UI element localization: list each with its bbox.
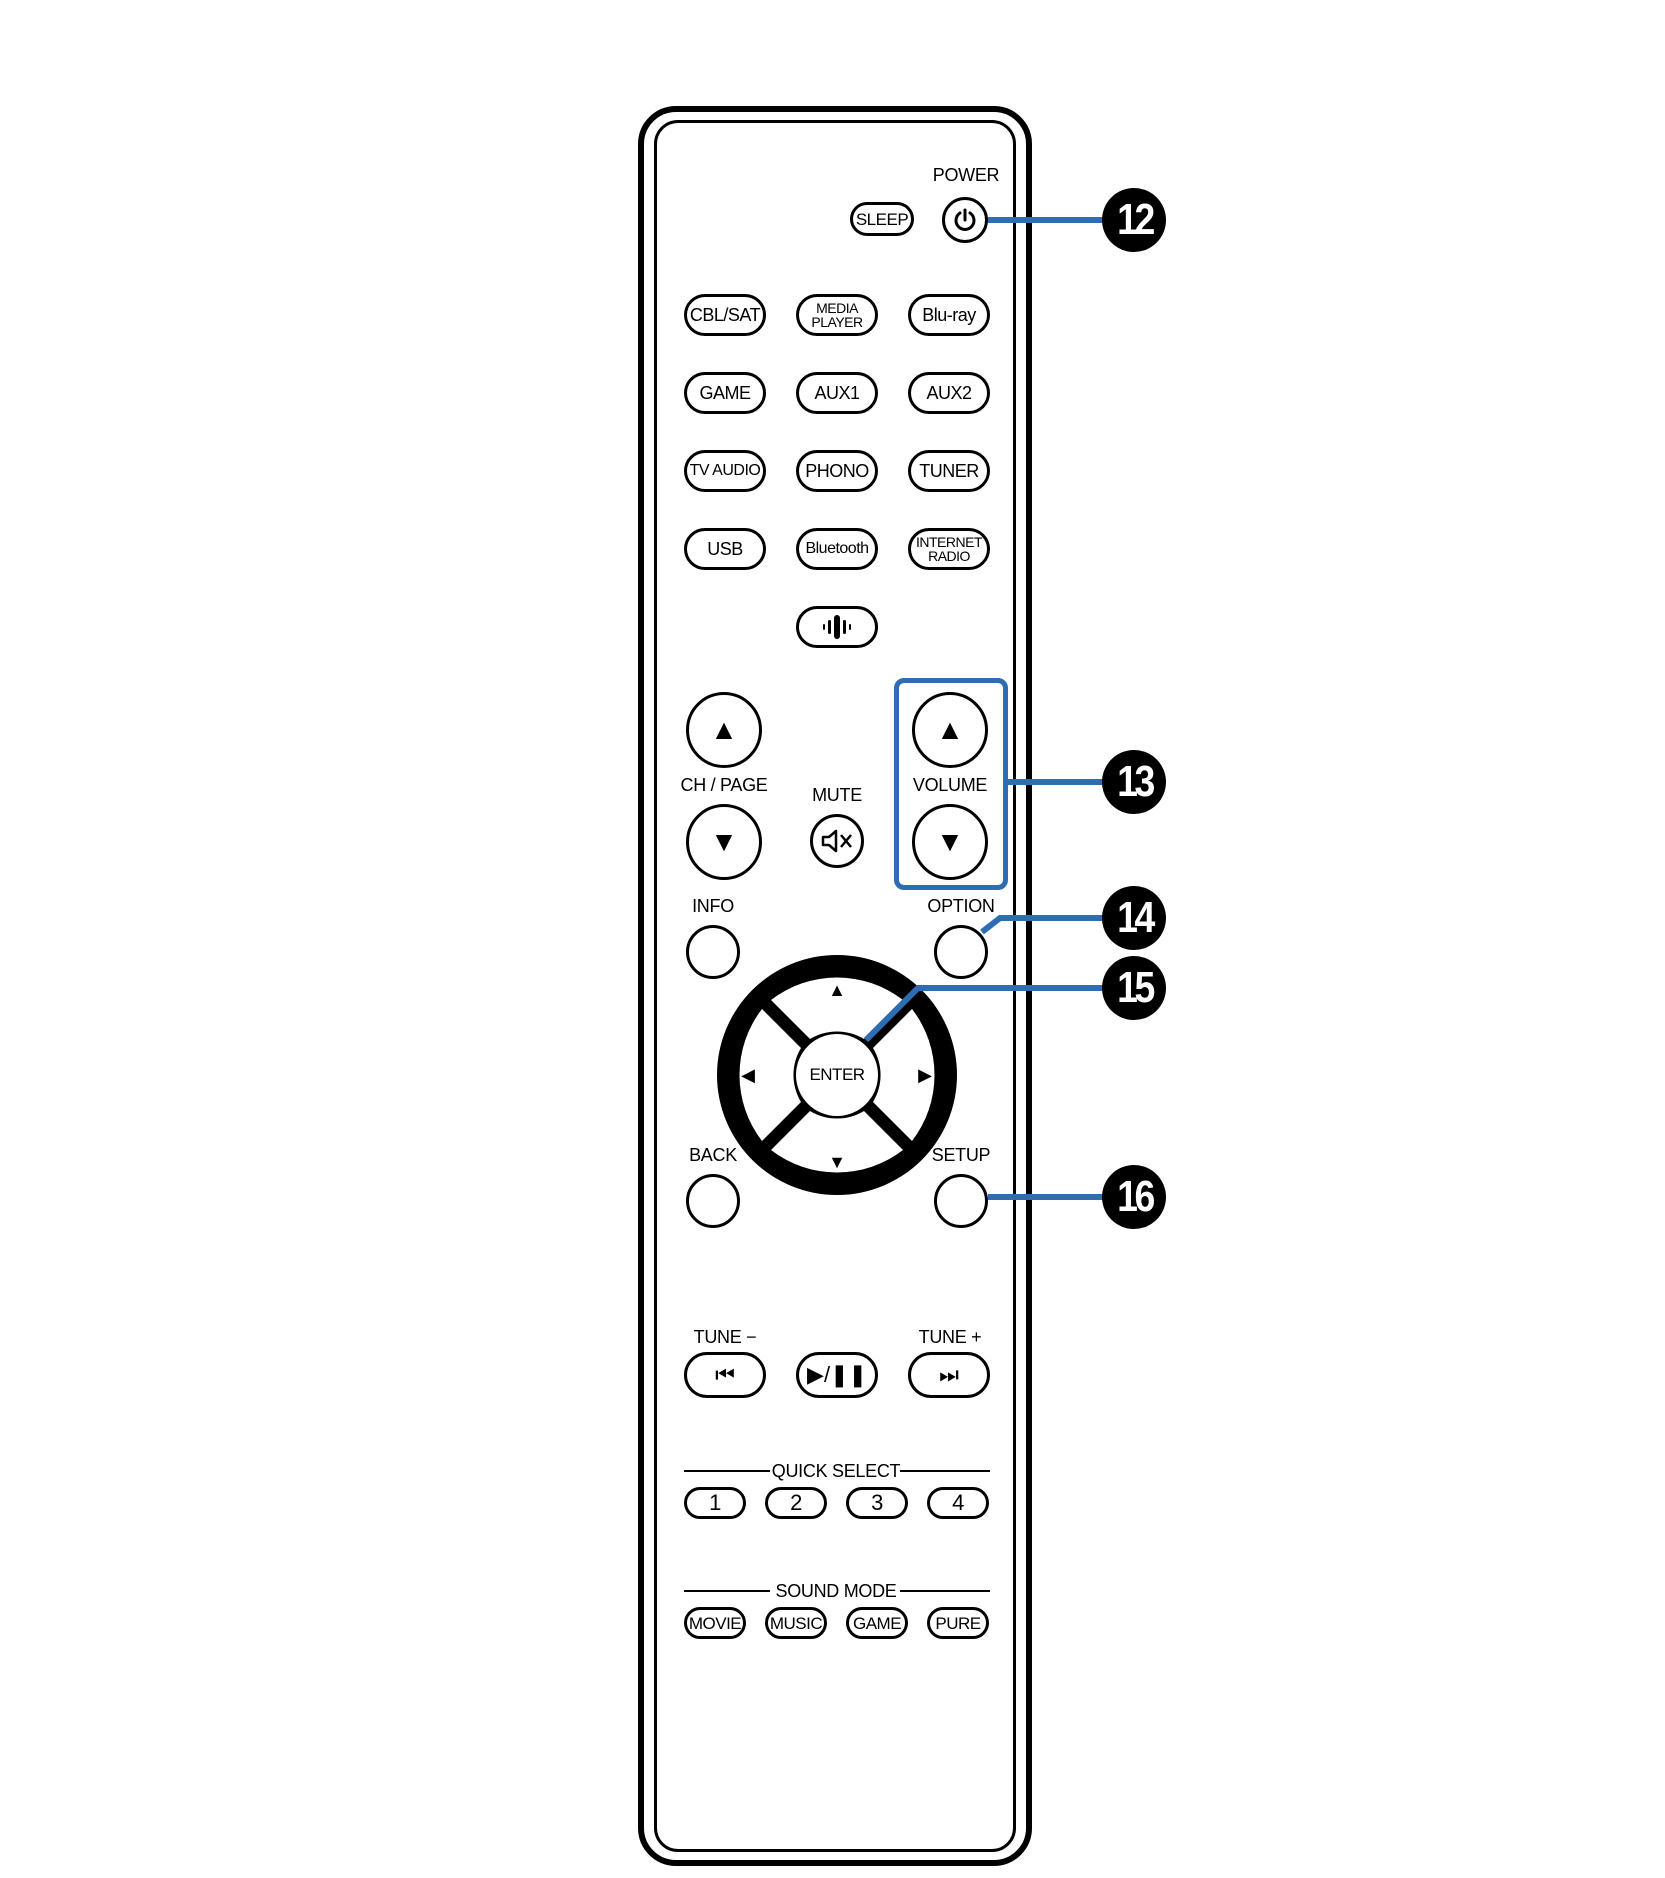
cbl-sat-button[interactable]: CBL/SAT bbox=[684, 294, 766, 336]
sound-mode-music-button[interactable]: MUSIC bbox=[765, 1607, 827, 1639]
callout-13: 13 bbox=[1102, 750, 1166, 814]
play-pause-icon: ▶/❚❚ bbox=[807, 1362, 867, 1387]
option-label: OPTION bbox=[927, 896, 995, 916]
mute-icon bbox=[821, 829, 852, 853]
sound-mode-divider-right bbox=[900, 1590, 990, 1592]
heos-button[interactable] bbox=[796, 606, 878, 648]
quick-select-divider-left bbox=[684, 1470, 770, 1472]
power-button[interactable] bbox=[942, 197, 988, 243]
usb-button[interactable]: USB bbox=[684, 528, 766, 570]
tune-minus-label: TUNE − bbox=[693, 1327, 757, 1347]
sound-mode-divider-left bbox=[684, 1590, 770, 1592]
down-arrow-icon: ▼ bbox=[936, 826, 964, 857]
ch-page-label: CH / PAGE bbox=[680, 775, 768, 795]
quick-select-4-button[interactable]: 4 bbox=[927, 1487, 989, 1519]
next-track-button[interactable]: ⏭ bbox=[908, 1352, 990, 1398]
previous-track-button[interactable]: ⏮ bbox=[684, 1352, 766, 1398]
option-button[interactable] bbox=[934, 925, 988, 979]
sound-mode-movie-button[interactable]: MOVIE bbox=[684, 1607, 746, 1639]
tv-audio-button[interactable]: TV AUDIO bbox=[684, 450, 766, 492]
skip-back-icon: ⏮ bbox=[715, 1362, 735, 1387]
tune-plus-label: TUNE + bbox=[918, 1327, 982, 1347]
media-player-button[interactable]: MEDIA PLAYER bbox=[796, 294, 878, 336]
cursor-up-button[interactable]: ▲ bbox=[828, 980, 846, 1000]
phono-button[interactable]: PHONO bbox=[796, 450, 878, 492]
quick-select-3-button[interactable]: 3 bbox=[846, 1487, 908, 1519]
channel-up-button[interactable]: ▲ bbox=[686, 692, 762, 768]
setup-button[interactable] bbox=[934, 1174, 988, 1228]
callout-15: 15 bbox=[1102, 956, 1166, 1020]
up-arrow-icon: ▲ bbox=[710, 714, 738, 745]
cursor-left-button[interactable]: ◀ bbox=[741, 1065, 755, 1085]
sleep-button[interactable]: SLEEP bbox=[850, 202, 914, 236]
aux2-button[interactable]: AUX2 bbox=[908, 372, 990, 414]
quick-select-1-button[interactable]: 1 bbox=[684, 1487, 746, 1519]
info-label: INFO bbox=[692, 896, 734, 916]
callout-12: 12 bbox=[1102, 188, 1166, 252]
internet-radio-button[interactable]: INTERNET RADIO bbox=[908, 528, 990, 570]
bluetooth-button[interactable]: Bluetooth bbox=[796, 528, 878, 570]
power-icon bbox=[954, 208, 976, 231]
volume-up-button[interactable]: ▲ bbox=[912, 692, 988, 768]
play-pause-button[interactable]: ▶/❚❚ bbox=[796, 1352, 878, 1398]
cursor-right-button[interactable]: ▶ bbox=[918, 1065, 932, 1085]
power-label: POWER bbox=[932, 165, 1000, 185]
back-button[interactable] bbox=[686, 1174, 740, 1228]
quick-select-divider-right bbox=[900, 1470, 990, 1472]
callout-14: 14 bbox=[1102, 886, 1166, 950]
sound-mode-label: SOUND MODE bbox=[775, 1581, 897, 1601]
setup-label: SETUP bbox=[931, 1145, 991, 1165]
game-button[interactable]: GAME bbox=[684, 372, 766, 414]
aux1-button[interactable]: AUX1 bbox=[796, 372, 878, 414]
skip-forward-icon: ⏭ bbox=[939, 1362, 959, 1387]
cursor-down-button[interactable]: ▼ bbox=[828, 1152, 846, 1172]
sound-mode-game-button[interactable]: GAME bbox=[846, 1607, 908, 1639]
tuner-button[interactable]: TUNER bbox=[908, 450, 990, 492]
back-label: BACK bbox=[689, 1145, 737, 1165]
enter-button[interactable]: ENTER bbox=[796, 1034, 878, 1116]
info-button[interactable] bbox=[686, 925, 740, 979]
callout-16: 16 bbox=[1102, 1165, 1166, 1229]
heos-icon bbox=[823, 615, 851, 639]
sound-mode-pure-button[interactable]: PURE bbox=[927, 1607, 989, 1639]
mute-button[interactable] bbox=[810, 814, 864, 868]
down-arrow-icon: ▼ bbox=[710, 826, 738, 857]
volume-label: VOLUME bbox=[912, 775, 988, 795]
volume-highlight-box bbox=[894, 678, 1008, 890]
quick-select-label: QUICK SELECT bbox=[771, 1461, 901, 1481]
quick-select-2-button[interactable]: 2 bbox=[765, 1487, 827, 1519]
mute-label: MUTE bbox=[812, 785, 862, 805]
bluray-button[interactable]: Blu-ray bbox=[908, 294, 990, 336]
up-arrow-icon: ▲ bbox=[936, 714, 964, 745]
volume-down-button[interactable]: ▼ bbox=[912, 804, 988, 880]
channel-down-button[interactable]: ▼ bbox=[686, 804, 762, 880]
